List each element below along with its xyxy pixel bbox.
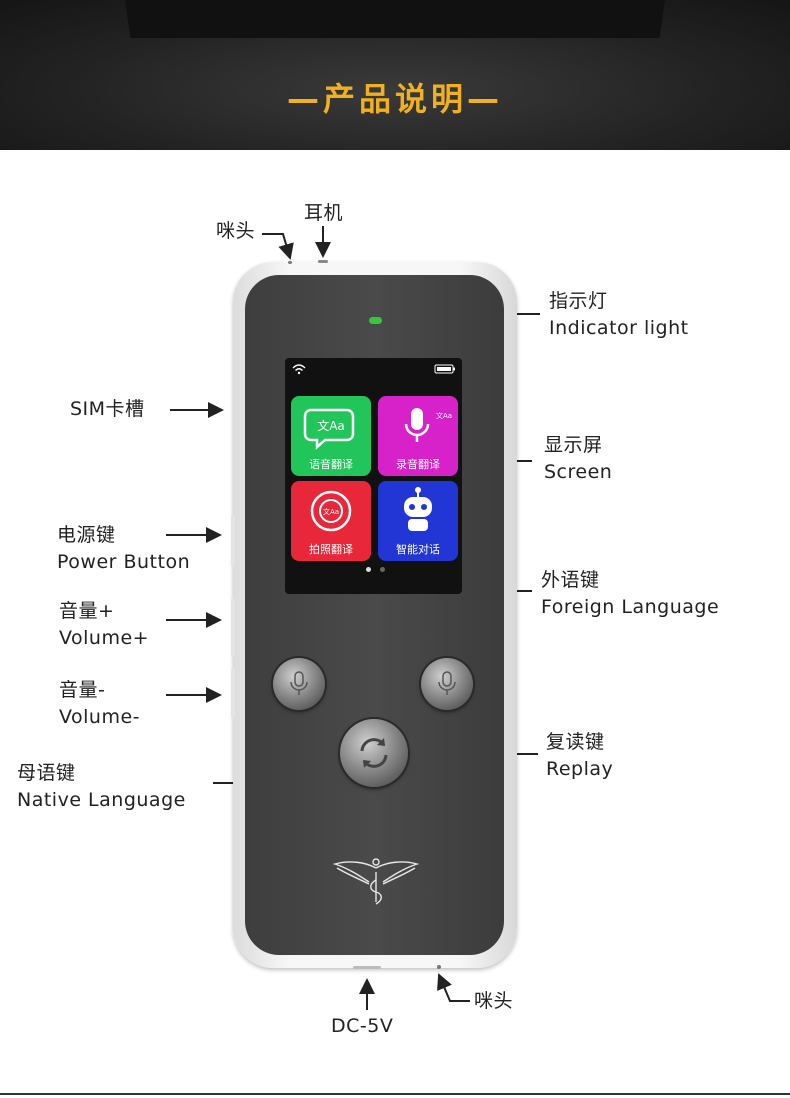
status-bar (292, 364, 455, 375)
label-voldown-cn: 音量- (59, 679, 106, 701)
label-mic-bottom: 咪头 (474, 990, 514, 1012)
dc-port (353, 966, 381, 969)
indicator-led (369, 317, 382, 324)
label-volup-en: Volume+ (59, 627, 150, 649)
mic-bottom-line (437, 973, 470, 1002)
label-power-cn: 电源键 (57, 524, 116, 546)
tile-label: 语音翻译 (309, 458, 353, 471)
label-volup-cn: 音量+ (59, 600, 115, 622)
label-replay-cn: 复读键 (546, 731, 605, 753)
side-power-button[interactable] (231, 515, 235, 567)
microphone-icon (290, 671, 308, 695)
brand-logo-icon (332, 858, 420, 905)
label-native-en: Native Language (17, 789, 186, 811)
label-foreign-cn: 外语键 (541, 569, 600, 591)
label-screen-en: Screen (544, 461, 613, 483)
label-indicator-cn: 指示灯 (549, 290, 608, 312)
svg-text:文Aa: 文Aa (323, 507, 339, 516)
foreign-language-button[interactable] (421, 658, 473, 710)
side-volume-down-button[interactable] (231, 668, 235, 718)
camera-shutter-icon: 文Aa (310, 490, 352, 532)
mic-top-line (262, 233, 294, 260)
page-indicator (380, 567, 385, 572)
battery-icon (434, 364, 455, 374)
bottom-divider (0, 1093, 790, 1095)
label-mic-top: 咪头 (216, 220, 256, 242)
label-indicator-en: Indicator light (549, 317, 689, 339)
svg-text:文Aa: 文Aa (436, 411, 452, 420)
label-sim: SIM卡槽 (70, 398, 145, 420)
tile-photo-translate[interactable]: 文Aa 拍照翻译 (291, 481, 371, 561)
tile-voice-translate[interactable]: 文Aa 语音翻译 (291, 396, 371, 476)
label-replay-en: Replay (546, 758, 614, 780)
label-screen-cn: 显示屏 (544, 434, 603, 456)
microphone-icon: 文Aa (404, 408, 452, 442)
header-banner: —产品说明— (0, 0, 790, 150)
chat-translate-icon: 文Aa (303, 408, 355, 450)
label-foreign-en: Foreign Language (541, 596, 720, 618)
label-voldown-en: Volume- (59, 706, 141, 728)
label-dc: DC-5V (331, 1015, 394, 1037)
tile-smart-dialogue[interactable]: 智能对话 (378, 481, 458, 561)
robot-icon (404, 487, 432, 531)
native-language-button[interactable] (273, 658, 325, 710)
label-earphone: 耳机 (304, 202, 344, 224)
tile-label: 录音翻译 (396, 458, 440, 471)
refresh-icon (360, 738, 388, 768)
mic-top-hole (288, 261, 292, 264)
tile-label: 拍照翻译 (309, 543, 353, 556)
label-power-en: Power Button (57, 551, 191, 573)
label-native-cn: 母语键 (17, 762, 76, 784)
tile-label: 智能对话 (396, 543, 440, 556)
wifi-icon (292, 364, 306, 371)
wifi-dot (297, 371, 301, 375)
side-volume-up-button[interactable] (231, 598, 235, 656)
header-tab (125, 0, 665, 38)
replay-button[interactable] (340, 719, 408, 787)
microphone-icon (438, 671, 456, 695)
svg-text:文Aa: 文Aa (317, 418, 345, 433)
tile-recording-translate[interactable]: 文Aa 录音翻译 (378, 396, 458, 476)
page-indicator-active (366, 567, 371, 572)
mic-bottom-hole (437, 965, 441, 969)
page-title: —产品说明— (286, 80, 503, 118)
earphone-jack (318, 260, 328, 263)
